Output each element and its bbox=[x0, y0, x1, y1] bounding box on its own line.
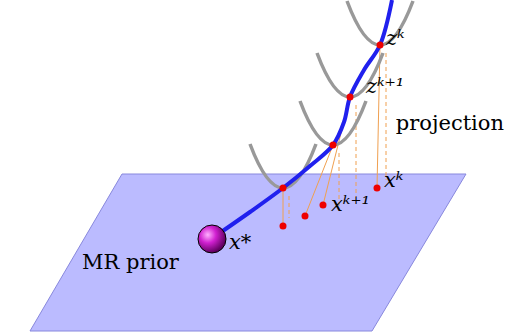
iterate-dot bbox=[330, 142, 337, 149]
projection-line bbox=[305, 145, 333, 216]
iterate-dot bbox=[320, 202, 327, 209]
iterate-dot bbox=[347, 94, 354, 101]
projection-line bbox=[283, 188, 284, 226]
iterate-dot bbox=[280, 185, 287, 192]
iterate-label: xᵏ bbox=[384, 170, 404, 191]
parabola bbox=[300, 101, 366, 145]
iterate-label: zᵏ⁺¹ bbox=[366, 76, 404, 97]
projection-dash bbox=[356, 105, 357, 197]
annotation-label: projection bbox=[396, 113, 504, 134]
parabola bbox=[250, 144, 316, 188]
iterate-dot bbox=[280, 223, 287, 230]
region-label: MR prior bbox=[82, 252, 179, 273]
parabolas bbox=[250, 1, 413, 188]
projection-dash bbox=[386, 53, 387, 180]
iterate-dot bbox=[302, 213, 309, 220]
iterate-dot bbox=[374, 185, 381, 192]
trajectory-curve bbox=[214, 0, 392, 237]
solution-label: x* bbox=[229, 232, 251, 253]
iterate-label: zᵏ bbox=[386, 28, 405, 49]
projection-dash bbox=[289, 196, 290, 218]
projection-lines bbox=[283, 45, 386, 226]
iterate-dot bbox=[377, 42, 384, 49]
iterate-label: xᵏ⁺¹ bbox=[331, 194, 370, 215]
solution-sphere bbox=[198, 225, 226, 253]
iterate-dots bbox=[280, 42, 384, 230]
prior-plane bbox=[30, 174, 466, 331]
